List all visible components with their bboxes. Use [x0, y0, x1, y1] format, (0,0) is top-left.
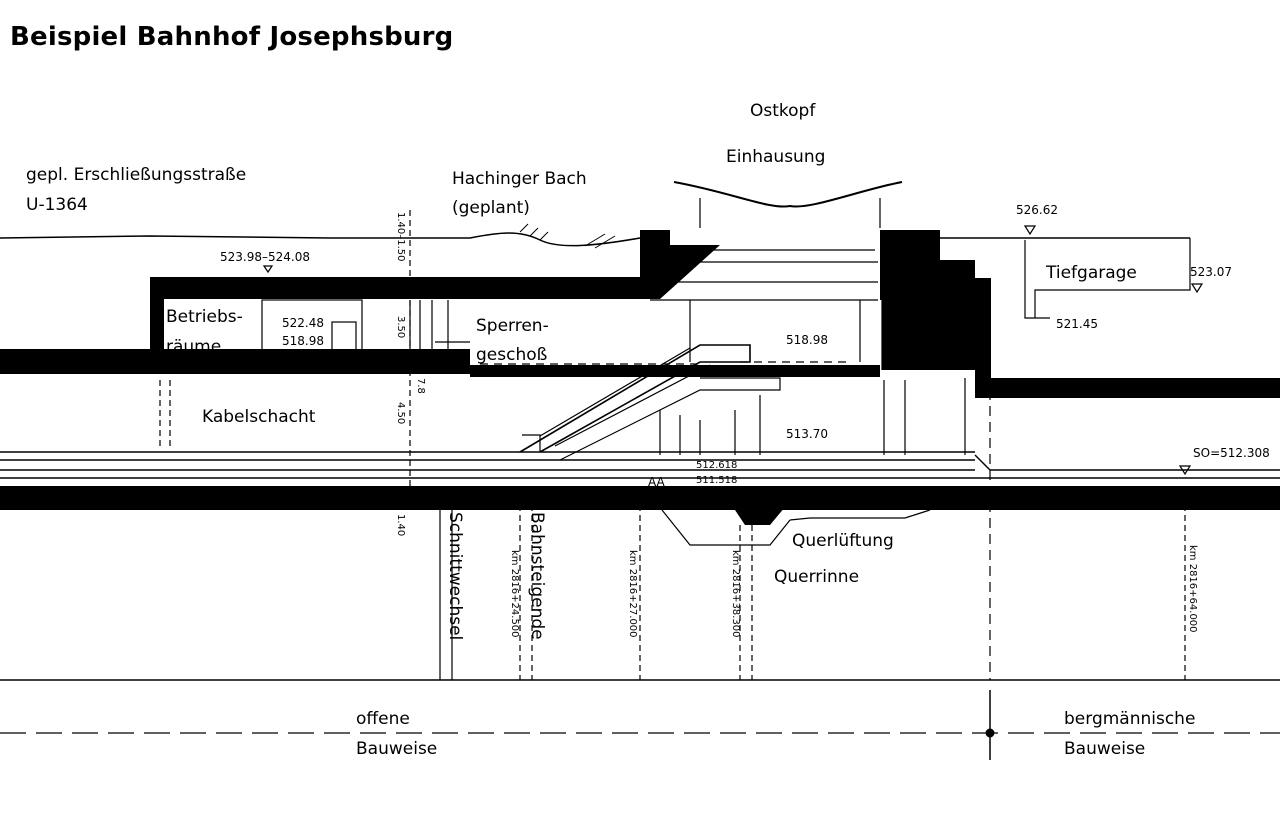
label-betriebs-1: Betriebs- — [166, 307, 243, 327]
right-block — [880, 260, 975, 370]
right-wall — [975, 278, 991, 380]
label-betriebs-2: räume — [166, 337, 221, 357]
label-querlueftung: Querlüftung — [792, 531, 894, 551]
station-markers — [409, 210, 1186, 680]
label-street: gepl. Erschließungsstraße — [26, 165, 246, 185]
km-marker-2: km 2816+27.000 — [627, 550, 638, 638]
dim-3: 7.8 — [415, 378, 426, 394]
elevation-10: 521.45 — [1056, 317, 1098, 331]
label-bahnsteigende: Bahnsteigende — [527, 512, 547, 640]
section-mark-aa: AA — [648, 475, 666, 489]
mezzanine-slab — [0, 349, 470, 374]
elevation-9: 523.07 — [1190, 265, 1232, 279]
diagram-title: Beispiel Bahnhof Josephsburg — [10, 22, 454, 52]
elevation-1: 523.98–524.08 — [220, 250, 310, 264]
construction-boundary — [0, 679, 1280, 760]
ground-line — [0, 232, 1190, 247]
label-offene-1: offene — [356, 709, 410, 729]
elevation-3: 518.98 — [282, 334, 324, 348]
drain-trough — [725, 495, 795, 525]
elevation-4: 518.98 — [786, 333, 828, 347]
left-wall-top — [150, 277, 164, 362]
label-sperren-1: Sperren- — [476, 316, 549, 336]
label-creek: Hachinger Bach — [452, 169, 587, 189]
elevation-8: 526.62 — [1016, 203, 1058, 217]
label-tiefgarage: Tiefgarage — [1045, 263, 1137, 283]
elevation-7: 511.518 — [696, 475, 737, 486]
label-berg-2: Bauweise — [1064, 739, 1145, 759]
dim-4: 4.50 — [395, 402, 406, 424]
label-schnittwechsel: Schnittwechsel — [445, 512, 465, 640]
dim-2: 3.50 — [395, 316, 406, 338]
dim-5: 1.40 — [395, 514, 406, 536]
km-marker-3: km 2816+38.300 — [730, 550, 741, 638]
dim-1: 1.40–1.50 — [395, 212, 406, 262]
station-structure — [0, 230, 1280, 525]
km-marker-1: km 2816+24.500 — [509, 550, 520, 638]
label-kabelschacht: Kabelschacht — [202, 407, 316, 427]
creek-bed — [519, 223, 616, 249]
mezzanine-slab-right — [975, 378, 1280, 398]
elevation-so: SO=512.308 — [1193, 446, 1270, 460]
label-berg-1: bergmännische — [1064, 709, 1195, 729]
label-creek-note: (geplant) — [452, 198, 530, 218]
label-offene-2: Bauweise — [356, 739, 437, 759]
head-top — [640, 230, 670, 280]
elevation-6: 512.618 — [696, 460, 737, 471]
elevation-5: 513.70 — [786, 427, 828, 441]
label-ostkopf: Ostkopf — [750, 101, 816, 121]
roof-slab — [150, 277, 660, 299]
label-einhausung: Einhausung — [726, 147, 825, 167]
label-querrinne: Querrinne — [774, 567, 859, 587]
mezzanine-slab-mid — [470, 365, 880, 377]
interior-lines — [0, 181, 1280, 680]
level-markers — [262, 225, 1204, 476]
elevation-2: 522.48 — [282, 316, 324, 330]
label-sperren-2: geschoß — [476, 345, 547, 365]
label-street-ref: U-1364 — [26, 195, 88, 215]
km-marker-4: km 2816+64.000 — [1187, 545, 1198, 633]
